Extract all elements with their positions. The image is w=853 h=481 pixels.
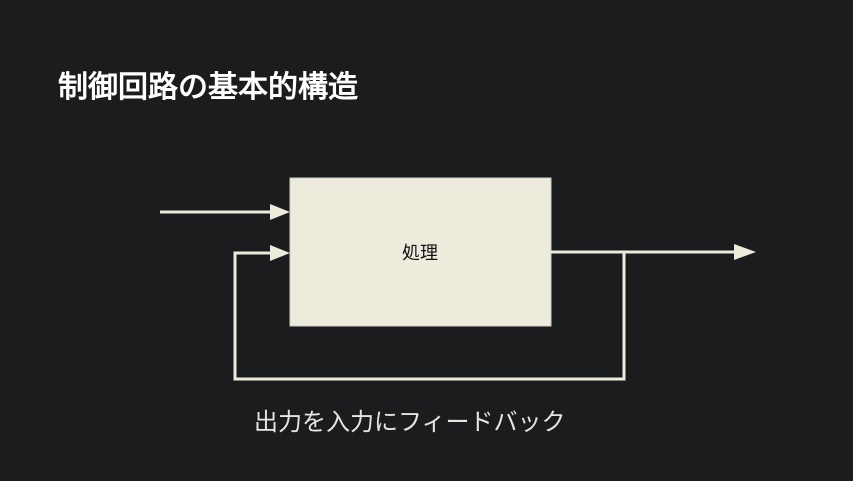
- feedback-loop-arrow: [233, 245, 626, 381]
- input-arrow: [160, 204, 290, 220]
- process-label: 処理: [402, 243, 438, 264]
- output-arrow: [551, 244, 756, 260]
- process-box: [289, 177, 552, 327]
- feedback-caption: 出力を入力にフィードバック: [254, 408, 566, 436]
- slide-title: 制御回路の基本的構造: [58, 70, 358, 105]
